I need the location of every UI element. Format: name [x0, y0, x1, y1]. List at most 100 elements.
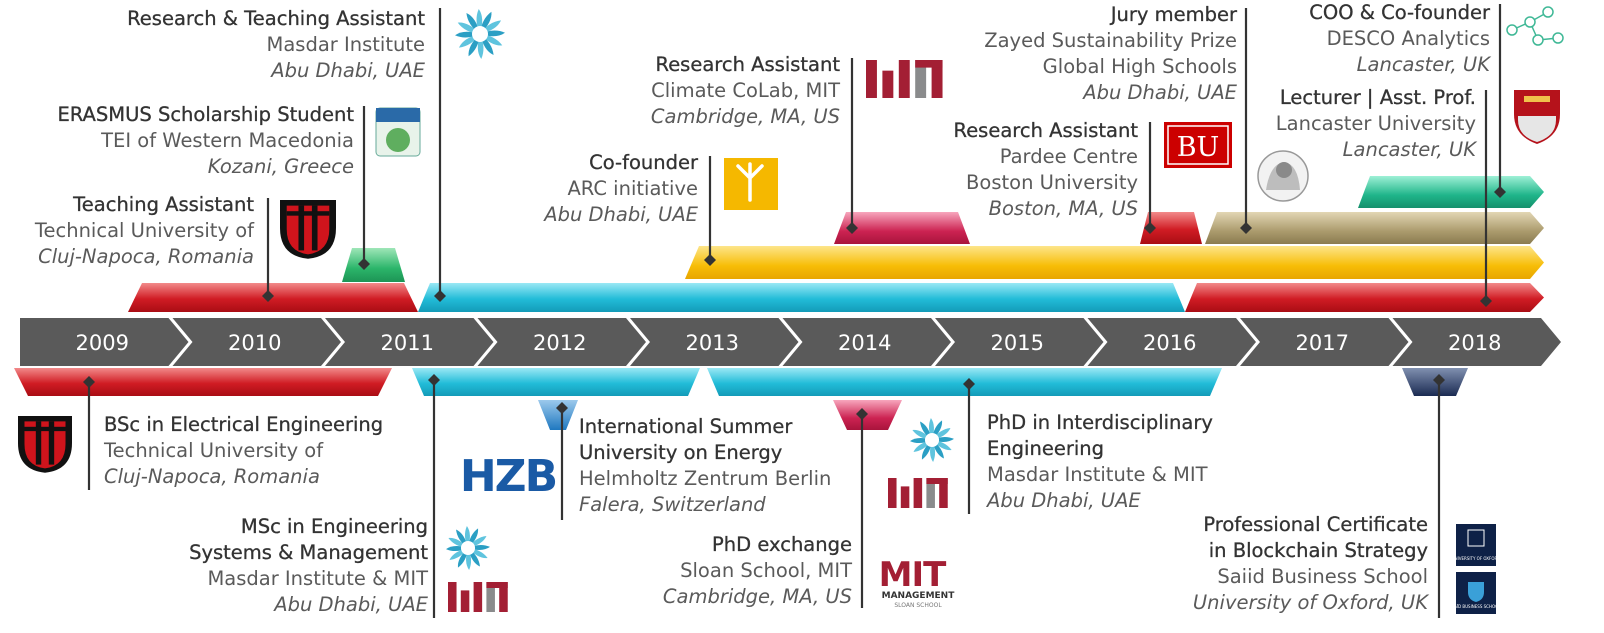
year-label: 2011	[381, 331, 434, 355]
entry-location: Abu Dhabi, UAE	[274, 593, 428, 616]
year-label: 2015	[991, 331, 1044, 355]
utcn-inner	[286, 205, 330, 255]
entry-location: Boston, MA, US	[988, 197, 1138, 220]
desco-node	[1532, 34, 1544, 46]
entry-location: Kozani, Greece	[207, 155, 354, 178]
tei-band	[376, 108, 420, 122]
entry-title: Research Assistant	[953, 119, 1138, 142]
lancaster-lower	[1518, 116, 1556, 142]
said-logo: SAÏD BUSINESS SCHOOL	[1451, 572, 1501, 614]
entry-title: PhD in Interdisciplinary	[987, 411, 1213, 434]
year-label: 2016	[1143, 331, 1196, 355]
mit-bar	[473, 582, 483, 612]
entry-desco: COO & Co-founder DESCO Analytics Lancast…	[1309, 0, 1490, 78]
mit-bar	[926, 478, 948, 484]
year-label: 2014	[838, 331, 891, 355]
connector-dot	[556, 402, 568, 414]
bu-frame	[1167, 125, 1229, 165]
connector-dot	[1240, 222, 1252, 234]
desco-logo	[1506, 6, 1564, 46]
entry-line: Climate CoLab, MIT	[651, 79, 840, 102]
utcn-logo	[280, 200, 336, 259]
band-phd	[707, 368, 1222, 396]
connector-dot	[358, 258, 370, 270]
entry-line: ARC initiative	[567, 177, 698, 200]
band-jury	[1205, 212, 1544, 244]
entry-location: Cluj-Napoca, Romania	[104, 465, 320, 488]
mit-bar	[499, 582, 508, 612]
entry-location: Abu Dhabi, UAE	[544, 203, 698, 226]
entry-line: DESCO Analytics	[1326, 27, 1490, 50]
entry-line: Boston University	[966, 171, 1138, 194]
entry-title-cont: University on Energy	[579, 441, 783, 464]
mit-bar	[866, 60, 877, 98]
masdar-center	[924, 432, 940, 448]
utcn-stroke	[35, 421, 42, 465]
entry-line: Masdar Institute	[266, 33, 425, 56]
zayed-head	[1276, 162, 1292, 178]
mit-bar	[915, 60, 943, 68]
connector-dot	[1433, 374, 1445, 386]
masdar-center	[472, 26, 488, 42]
year-label: 2013	[686, 331, 739, 355]
lancaster-lion	[1524, 96, 1550, 102]
entry-title-cont: Engineering	[987, 437, 1104, 460]
entry-title: MSc in Engineering	[240, 515, 428, 538]
mit-bar	[939, 478, 948, 508]
connector-dot	[1144, 222, 1156, 234]
band-phd-exchange	[833, 400, 902, 430]
oxford-box	[1456, 524, 1496, 566]
mit-bar	[888, 478, 897, 508]
entry-location: Cluj-Napoca, Romania	[38, 245, 254, 268]
year-arrow	[1392, 318, 1561, 366]
arc-logo	[724, 158, 778, 210]
entry-title-cont: Systems & Management	[189, 541, 428, 564]
utcn-stroke	[48, 421, 55, 465]
band-bsc	[14, 368, 392, 396]
band-ta-cluj	[128, 283, 418, 312]
entry-line: Helmholtz Zentrum Berlin	[579, 467, 832, 490]
entry-title: PhD exchange	[712, 533, 852, 556]
utcn-inner	[24, 421, 66, 469]
connector-dot	[434, 290, 446, 302]
entry-title: Lecturer | Asst. Prof.	[1279, 86, 1476, 109]
desco-node	[1542, 6, 1554, 18]
connector-dot	[846, 222, 858, 234]
entry-location: Lancaster, UK	[1356, 53, 1490, 76]
mit-logo	[866, 60, 943, 98]
oxford-text: UNIVERSITY OF OXFORD	[1452, 556, 1501, 561]
year-arrow	[477, 318, 646, 366]
year-arrow	[630, 318, 799, 366]
year-arrow	[172, 318, 341, 366]
entry-title: Co-founder	[589, 151, 698, 174]
entry-line: Masdar Institute & MIT	[987, 463, 1208, 486]
year-arrow	[1087, 318, 1256, 366]
said-text: SAÏD BUSINESS SCHOOL	[1451, 604, 1501, 609]
entry-title: Research Assistant	[655, 53, 840, 76]
entry-location: University of Oxford, UK	[1192, 591, 1428, 614]
mit-logo	[448, 582, 508, 612]
year-label: 2009	[76, 331, 129, 355]
band-msc	[412, 368, 700, 396]
entry-blockchain: Professional Certificate in Blockchain S…	[1193, 512, 1428, 616]
hzb-logo: HZB	[460, 451, 558, 502]
connector-dot	[1480, 295, 1492, 307]
band-ra-colab	[834, 212, 970, 244]
entry-line: Saiid Business School	[1217, 565, 1428, 588]
entry-arc: Co-founder ARC initiative Abu Dhabi, UAE	[544, 150, 698, 228]
mit-bar	[931, 60, 943, 98]
hzb-text: HZB	[460, 451, 556, 502]
entry-title: Jury member	[1110, 3, 1238, 26]
desco-node	[1524, 16, 1536, 28]
connector-dot	[856, 408, 868, 420]
bu-box	[1164, 122, 1232, 168]
entry-title: Professional Certificate	[1203, 513, 1428, 536]
desco-node	[1506, 24, 1518, 36]
entry-msc: MSc in Engineering Systems & Management …	[189, 514, 428, 618]
entry-title: ERASMUS Scholarship Student	[57, 103, 354, 126]
entry-summer: International Summer University on Energ…	[579, 414, 832, 518]
year-arrow	[1240, 318, 1409, 366]
masdar-logo	[455, 9, 505, 59]
